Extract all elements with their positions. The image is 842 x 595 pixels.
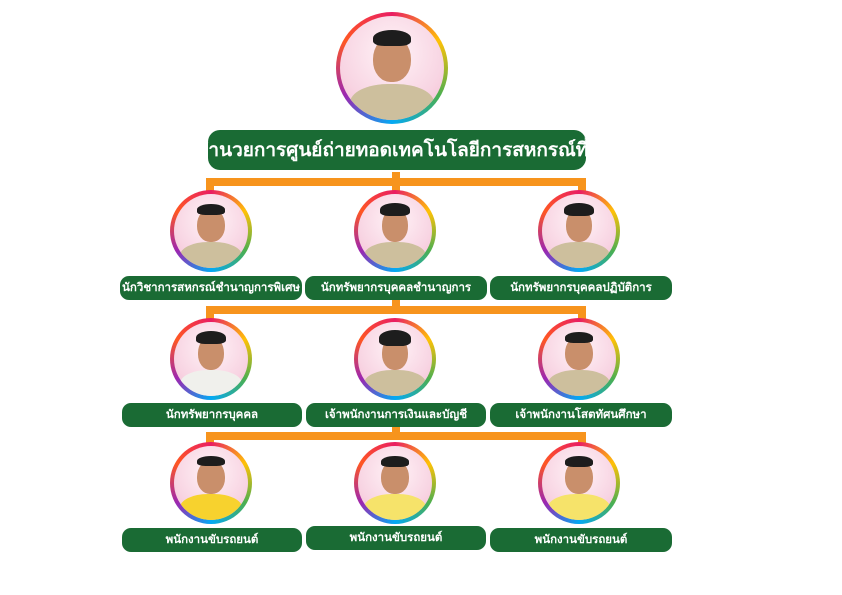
connector-row2-drop-left bbox=[206, 306, 214, 320]
staff-photo-r1-c3 bbox=[538, 190, 620, 272]
position-label-r3-c2: พนักงานขับรถยนต์ bbox=[306, 526, 486, 550]
director-photo bbox=[336, 12, 448, 124]
position-label-r3-c3: พนักงานขับรถยนต์ bbox=[490, 528, 672, 552]
connector-director-stem bbox=[392, 172, 400, 182]
staff-photo-r1-c1 bbox=[170, 190, 252, 272]
staff-photo-r3-c1 bbox=[170, 442, 252, 524]
position-label-r1-c2: นักทรัพยากรบุคคลชำนาญการ bbox=[305, 276, 487, 300]
connector-row1-drop-left bbox=[206, 178, 214, 192]
director-title-label: ผู้อำนวยการศูนย์ถ่ายทอดเทคโนโลยีการสหกรณ… bbox=[208, 130, 586, 170]
position-label-r1-c3: นักทรัพยากรบุคคลปฏิบัติการ bbox=[490, 276, 672, 300]
connector-row2-drop-right bbox=[578, 306, 586, 320]
connector-row2-bar bbox=[206, 306, 586, 314]
staff-photo-r1-c2 bbox=[354, 190, 436, 272]
staff-photo-r2-c3 bbox=[538, 318, 620, 400]
position-label-r2-c1: นักทรัพยากรบุคคล bbox=[122, 403, 302, 427]
position-label-r3-c1: พนักงานขับรถยนต์ bbox=[122, 528, 302, 552]
position-label-r2-c2: เจ้าพนักงานการเงินและบัญชี bbox=[306, 403, 486, 427]
connector-row3-stem bbox=[392, 424, 400, 436]
connector-row2-stem bbox=[392, 298, 400, 310]
connector-row1-drop-center bbox=[392, 178, 400, 192]
staff-photo-r2-c1 bbox=[170, 318, 252, 400]
connector-row3-drop-right bbox=[578, 432, 586, 446]
connector-row3-drop-left bbox=[206, 432, 214, 446]
staff-photo-r3-c3 bbox=[538, 442, 620, 524]
staff-photo-r3-c2 bbox=[354, 442, 436, 524]
position-label-r2-c3: เจ้าพนักงานโสตทัศนศึกษา bbox=[490, 403, 672, 427]
staff-photo-r2-c2 bbox=[354, 318, 436, 400]
connector-row3-bar bbox=[206, 432, 586, 440]
position-label-r1-c1: นักวิชาการสหกรณ์ชำนาญการพิเศษ bbox=[120, 276, 302, 300]
connector-row1-drop-right bbox=[578, 178, 586, 192]
